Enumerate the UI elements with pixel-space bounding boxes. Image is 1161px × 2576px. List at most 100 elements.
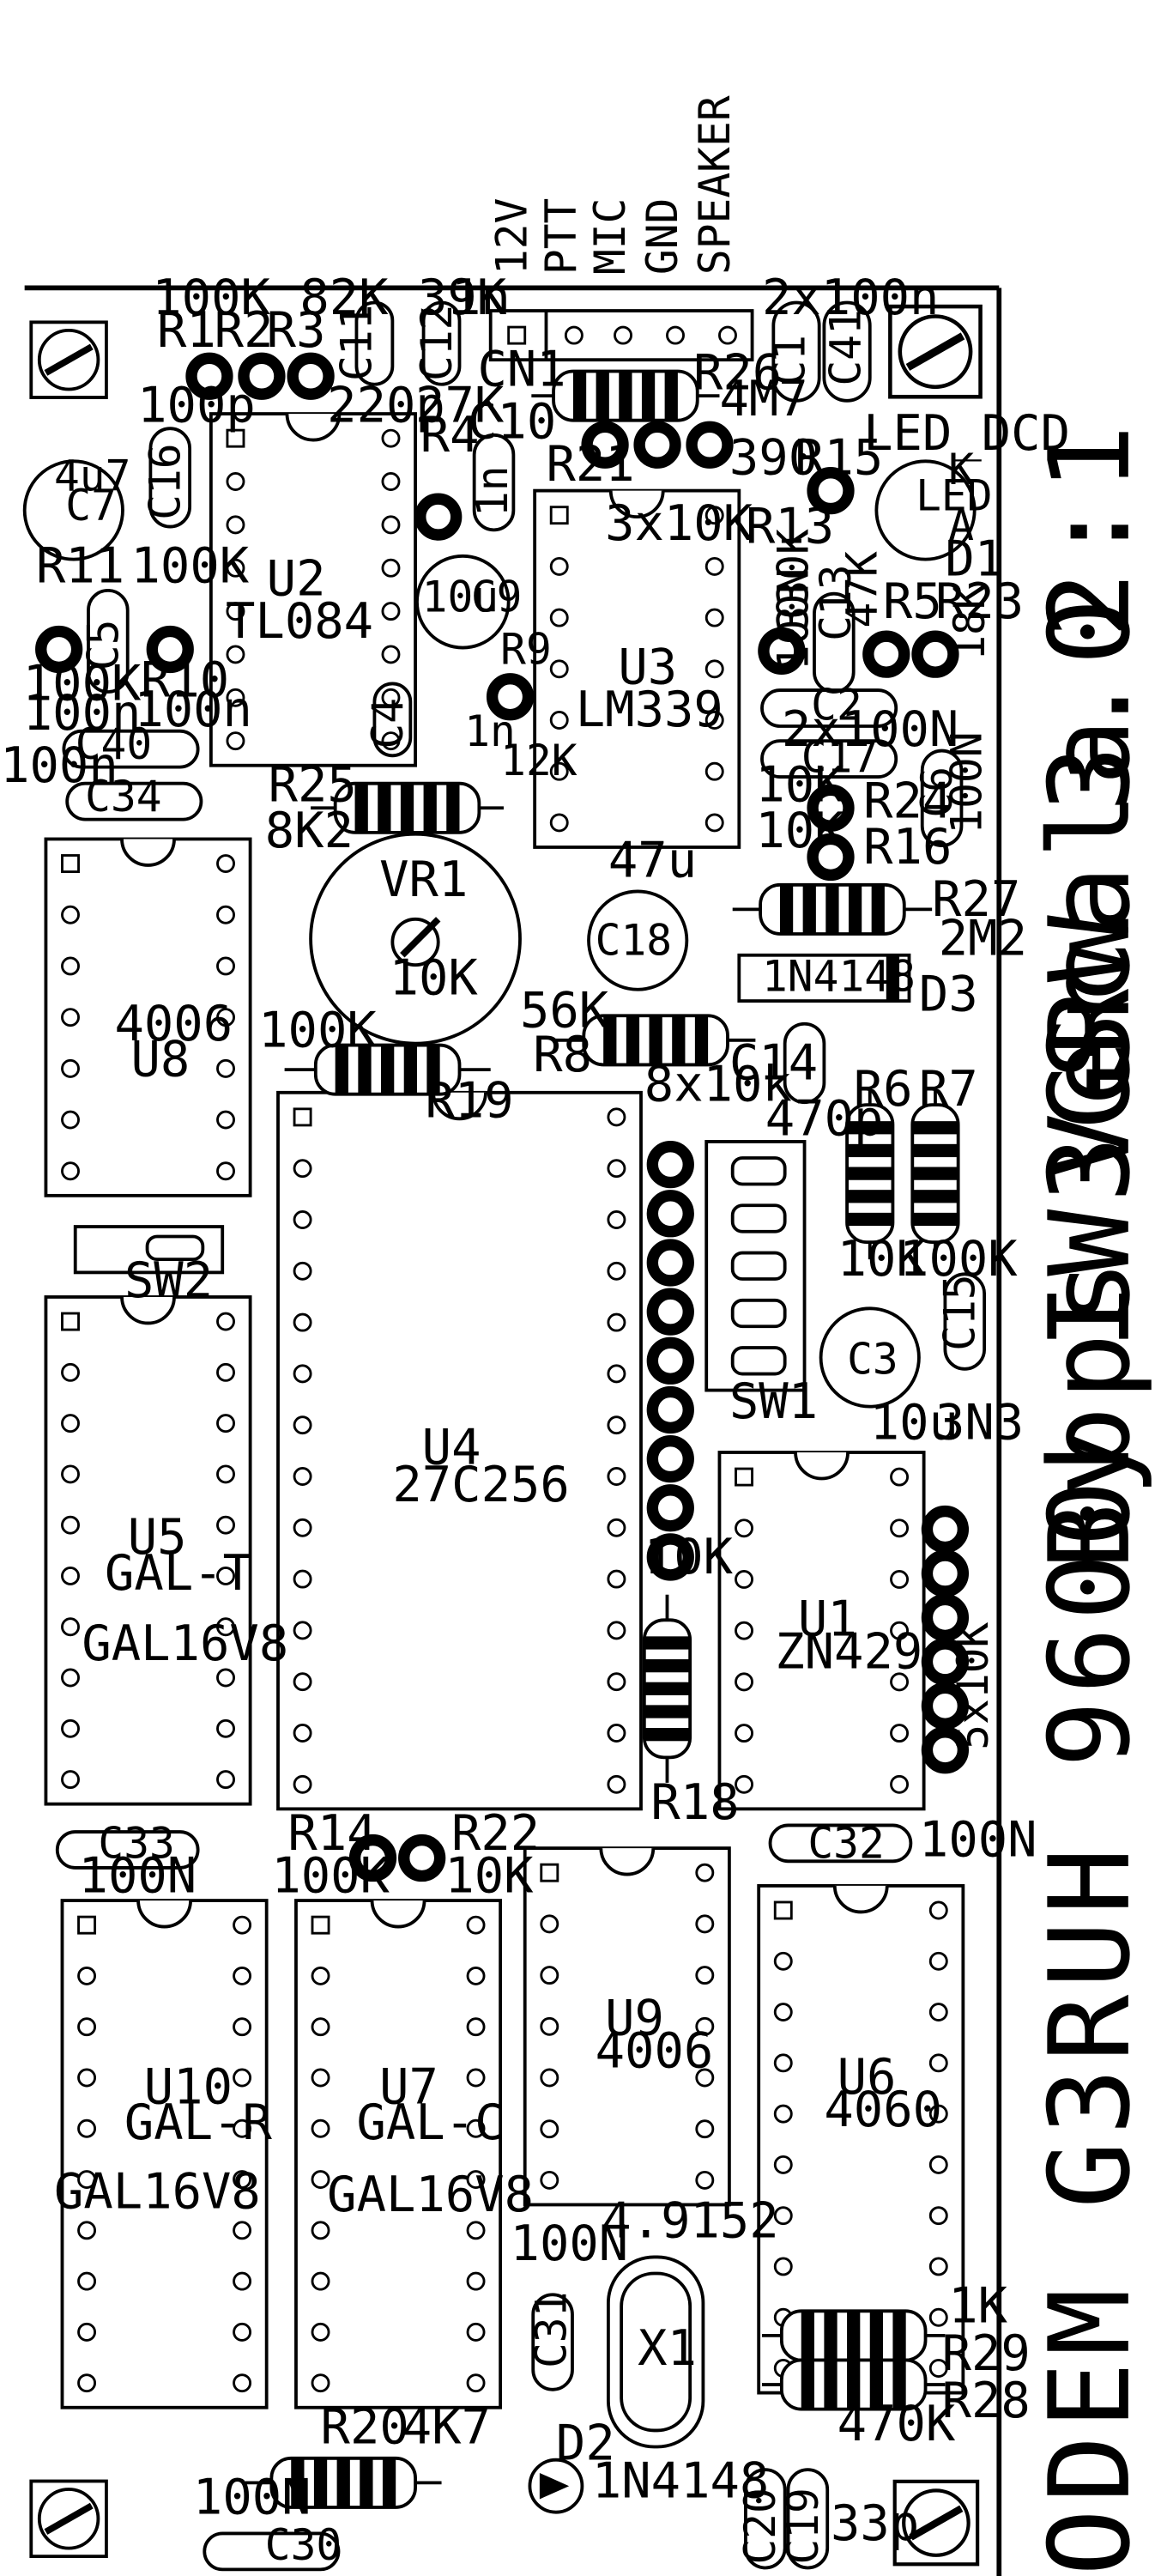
jumper-sw2 — [73, 1225, 225, 1275]
label-r26v: 4M7 — [719, 371, 807, 427]
board-scale: Scala 2:1 — [1025, 418, 1155, 1080]
label-r6v: 10K — [837, 1231, 927, 1288]
label-r16v: 10K — [755, 803, 844, 859]
label-c2: C2 — [811, 680, 862, 730]
rn5-pad-0 — [921, 1505, 970, 1554]
label-r9v: 12K — [500, 736, 577, 785]
u1-part: ZN429 — [775, 1624, 922, 1681]
u9-outline — [523, 1846, 731, 2207]
pad-9 — [686, 421, 734, 469]
label-r7v: 100K — [899, 1231, 1018, 1288]
u5-outline — [44, 1295, 252, 1806]
label-100n-a: 100n — [134, 682, 252, 738]
label-vr1: VR1 — [379, 852, 468, 908]
u7-extra: GAL16V8 — [327, 2167, 534, 2223]
label-c12: C12 — [412, 304, 462, 380]
label-1n-top: 1n — [451, 270, 511, 326]
label-c41: C41 — [820, 309, 870, 385]
board-title: ODEM G3RUH 9600bps Ver. 3.0 — [1025, 591, 1155, 2576]
resistor-r18 — [642, 1594, 692, 1783]
u6-part: 4060 — [824, 2082, 942, 2138]
label-c6: C6 — [912, 767, 962, 818]
label-c13v: 100N — [768, 568, 818, 670]
u2-ref: U2 — [267, 551, 326, 608]
label-r11v: 100K — [131, 537, 250, 594]
pin-label-mic: MIC — [585, 198, 635, 275]
label-d2p: 1N4148 — [592, 2453, 769, 2510]
label-r7: R7 — [919, 1061, 978, 1118]
label-r3: R3 — [267, 302, 326, 359]
label-r13: R13 — [746, 499, 834, 555]
label-r27v: 2M2 — [939, 911, 1027, 967]
u4-part: 27C256 — [392, 1457, 569, 1513]
label-cn1: CN1 — [477, 342, 565, 398]
pin-label-gnd: GND — [638, 198, 687, 275]
pad-3 — [414, 493, 463, 541]
pad-11 — [758, 627, 806, 675]
label-sw1: SW1 — [729, 1373, 818, 1430]
rn-sw1-pad-0 — [646, 1141, 694, 1189]
label-leda: A — [948, 500, 974, 550]
ecap-c9 — [415, 554, 511, 650]
label-2x100n-c2: 2x100N — [782, 701, 958, 758]
label-r6: R6 — [854, 1061, 913, 1118]
pad-15 — [807, 833, 855, 882]
label-c5: C5 — [78, 620, 128, 671]
u7-ref: U7 — [379, 2058, 438, 2115]
cap-c6 — [920, 749, 964, 847]
label-c4v: 1n — [464, 706, 516, 756]
rn-sw1-pad-2 — [646, 1239, 694, 1287]
label-r9: R9 — [500, 625, 552, 675]
label-r23v: 18K — [945, 584, 995, 661]
label-c3: C3 — [847, 1335, 898, 1385]
label-r11: R11 — [36, 537, 124, 594]
pad-17 — [398, 1834, 446, 1882]
cap-c15 — [943, 1272, 987, 1371]
label-r22: R22 — [451, 1805, 540, 1862]
label-100n-r20: 100N — [193, 2470, 311, 2526]
u10-outline — [60, 1899, 269, 2409]
label-r10-100k: 100K — [23, 656, 142, 712]
label-c14: C14 — [729, 1035, 818, 1092]
rn-sw1-pad-3 — [646, 1288, 694, 1336]
rn-sw1-pad-7 — [646, 1484, 694, 1532]
dipswitch-sw1 — [704, 1140, 807, 1392]
resistor-r25 — [311, 781, 504, 834]
label-r1: R1 — [157, 302, 216, 359]
label-2x100n: 2x100n — [762, 270, 939, 326]
cap-c41 — [822, 300, 872, 403]
label-r20: R20 — [321, 2399, 409, 2456]
label-led: LED — [916, 470, 992, 520]
rn5-pad-4 — [921, 1682, 970, 1730]
pin-label-speaker: SPEAKER — [690, 95, 740, 275]
cap-c16 — [148, 427, 192, 529]
label-c14v: 470p — [765, 1090, 884, 1147]
label-r5: R5 — [883, 573, 942, 630]
label-r4: R4 — [420, 407, 480, 464]
u7-outline — [294, 1899, 503, 2409]
u3-part: LM339 — [576, 682, 723, 738]
cap-c2 — [760, 688, 898, 728]
pad-5 — [146, 625, 194, 674]
label-c15v: 3N3 — [935, 1395, 1024, 1452]
diode-d2 — [528, 2458, 584, 2514]
u5-part: GAL-T — [105, 1545, 252, 1602]
led-d1 — [874, 459, 977, 561]
label-c4: C4 — [363, 698, 413, 749]
resistor-r20 — [245, 2456, 442, 2509]
label-r28v: 470K — [837, 2396, 956, 2452]
label-c18: C18 — [596, 916, 672, 966]
pad-1 — [238, 352, 286, 400]
trimmer-bottom-left — [31, 2481, 106, 2556]
u3-ref: U3 — [618, 639, 677, 695]
rn5-pad-3 — [921, 1638, 970, 1686]
pot-vr1 — [309, 832, 522, 1046]
rn-sw1-pad-1 — [646, 1190, 694, 1238]
label-c3v: 10u — [870, 1395, 958, 1452]
u10-extra: GAL16V8 — [54, 2163, 261, 2220]
u2-part: TL084 — [226, 593, 373, 650]
u9-ref: U9 — [605, 1990, 664, 2046]
cap-c40 — [62, 729, 200, 769]
label-x1v: 4.9152 — [602, 2193, 778, 2250]
